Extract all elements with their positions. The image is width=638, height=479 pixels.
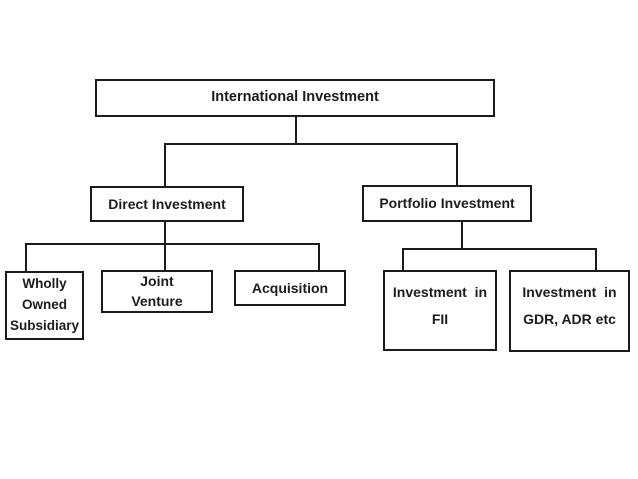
node-portfolio-investment: Portfolio Investment: [362, 185, 532, 222]
connector-fii-drop: [402, 248, 404, 270]
connector-direct-out: [164, 222, 166, 270]
node-direct-investment: Direct Investment: [90, 186, 244, 222]
connector-root-down: [295, 117, 297, 144]
connector-portfolio-out: [461, 222, 463, 249]
connector-portfolio-drop: [456, 143, 458, 185]
node-acquisition: Acquisition: [234, 270, 346, 306]
node-investment-in-gdr-adr: Investment in GDR, ADR etc: [509, 270, 630, 352]
connector-wholly-drop: [25, 243, 27, 271]
node-international-investment: International Investment: [95, 79, 495, 117]
connector-level2-horizontal: [164, 143, 458, 145]
node-wholly-owned-subsidiary: Wholly Owned Subsidiary: [5, 271, 84, 340]
connector-direct-children-horizontal: [25, 243, 320, 245]
connector-direct-drop: [164, 143, 166, 186]
connector-portfolio-children-horizontal: [402, 248, 597, 250]
node-investment-in-fii: Investment in FII: [383, 270, 497, 351]
node-joint-venture: Joint Venture: [101, 270, 213, 313]
connector-gdr-drop: [595, 248, 597, 270]
connector-acquisition-drop: [318, 243, 320, 270]
